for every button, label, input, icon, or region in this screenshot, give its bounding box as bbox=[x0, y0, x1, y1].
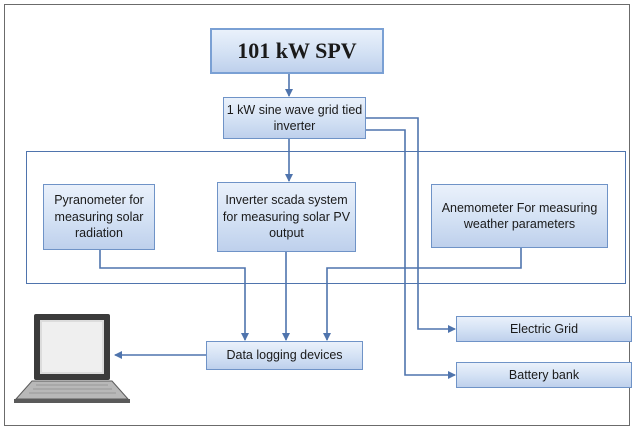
arrow-inverter-to-grid bbox=[366, 117, 456, 333]
arrow-pyranometer-to-logger bbox=[99, 250, 249, 341]
arrow-inverter-to-battery bbox=[366, 129, 456, 379]
inverter-box: 1 kW sine wave grid tied inverter bbox=[223, 97, 366, 139]
scada-box: Inverter scada system for measuring sola… bbox=[217, 182, 356, 252]
pyranometer-box: Pyranometer for measuring solar radiatio… bbox=[43, 184, 155, 250]
data-logging-box: Data logging devices bbox=[206, 341, 363, 370]
battery-bank-box: Battery bank bbox=[456, 362, 632, 388]
measurement-group bbox=[26, 151, 626, 284]
arrow-anemometer-to-logger bbox=[323, 248, 522, 341]
anemometer-box: Anemometer For measuring weather paramet… bbox=[431, 184, 608, 248]
electric-grid-box: Electric Grid bbox=[456, 316, 632, 342]
figure-frame bbox=[4, 4, 630, 426]
spv-box: 101 kW SPV bbox=[210, 28, 384, 74]
laptop-icon bbox=[14, 314, 130, 403]
